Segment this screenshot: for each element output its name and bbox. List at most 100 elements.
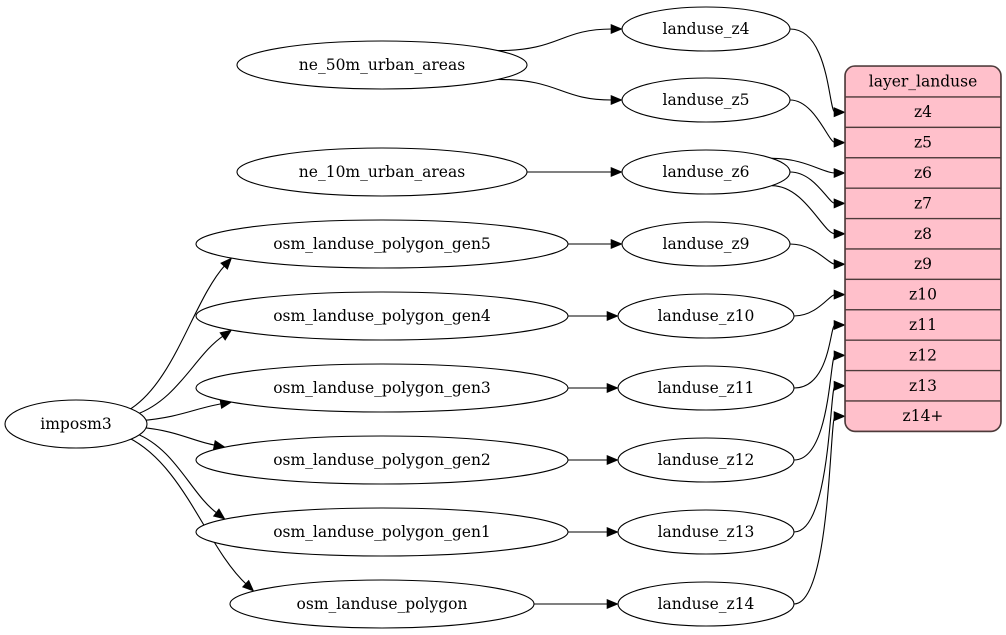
node-landuse_z4-shape[interactable] xyxy=(621,6,791,52)
edge-arrowhead xyxy=(606,454,619,466)
edge-landuse_z6-to-row-z8 xyxy=(771,185,836,235)
edge-arrowhead xyxy=(833,411,846,422)
node-osm_landuse_polygon_gen2-shape[interactable] xyxy=(195,435,569,485)
node-osm_landuse_polygon_gen4-shape[interactable] xyxy=(195,291,569,341)
node-landuse_z4-label: landuse_z4 xyxy=(663,20,750,38)
node-landuse_z14-label: landuse_z14 xyxy=(658,595,755,613)
node-ne_10m_urban_areas[interactable]: ne_10m_urban_areas xyxy=(236,147,528,197)
node-osm_landuse_polygon_gen3-label: osm_landuse_polygon_gen3 xyxy=(273,379,491,397)
node-osm_landuse_polygon[interactable]: osm_landuse_polygon xyxy=(229,579,535,629)
node-osm_landuse_polygon_gen1-shape[interactable] xyxy=(195,507,569,557)
node-landuse_z13-shape[interactable] xyxy=(617,509,795,555)
node-landuse_z13[interactable]: landuse_z13 xyxy=(617,509,795,555)
node-landuse_z12-label: landuse_z12 xyxy=(658,451,755,469)
table-body: layer_landusez4z5z6z7z8z9z10z11z12z13z14… xyxy=(845,66,1001,432)
node-osm_landuse_polygon-label: osm_landuse_polygon xyxy=(297,595,468,613)
edge-imposm3-to-osm_landuse_polygon_gen4 xyxy=(135,334,225,416)
edge-landuse_z5-to-row-z5 xyxy=(789,99,836,144)
node-imposm3-label: imposm3 xyxy=(40,415,111,433)
node-osm_landuse_polygon_gen5-shape[interactable] xyxy=(195,219,569,269)
node-osm_landuse_polygon_gen5-label: osm_landuse_polygon_gen5 xyxy=(273,235,491,253)
node-imposm3[interactable]: imposm3 xyxy=(4,399,148,449)
edge-arrowhead xyxy=(606,382,619,394)
node-landuse_z9-label: landuse_z9 xyxy=(663,235,750,253)
node-osm_landuse_polygon-shape[interactable] xyxy=(229,579,535,629)
table-row xyxy=(845,369,1001,402)
edge-landuse_z11-to-row-z11 xyxy=(793,324,836,389)
edge-landuse_z14-to-row-z14+ xyxy=(793,415,836,605)
node-osm_landuse_polygon_gen1-label: osm_landuse_polygon_gen1 xyxy=(273,523,491,541)
table-row-label: z9 xyxy=(914,255,932,273)
node-osm_landuse_polygon_gen2[interactable]: osm_landuse_polygon_gen2 xyxy=(195,435,569,485)
edge-landuse_z12-to-row-z12 xyxy=(793,354,836,461)
edge-ne50m-to-landuse_z4 xyxy=(497,28,613,52)
node-landuse_z10[interactable]: landuse_z10 xyxy=(617,293,795,339)
edge-arrowhead xyxy=(219,329,233,341)
node-landuse_z5[interactable]: landuse_z5 xyxy=(621,77,791,123)
edge-landuse_z9-to-row-z9 xyxy=(789,243,836,265)
edge-arrowhead xyxy=(833,259,846,270)
table-row xyxy=(845,278,1001,311)
node-ne_50m_urban_areas[interactable]: ne_50m_urban_areas xyxy=(236,40,528,90)
edge-imposm3-to-osm_landuse_polygon xyxy=(127,436,248,586)
node-osm_landuse_polygon_gen3[interactable]: osm_landuse_polygon_gen3 xyxy=(195,363,569,413)
node-landuse_z12[interactable]: landuse_z12 xyxy=(617,437,795,483)
table-header-label: layer_landuse xyxy=(869,73,978,91)
edge-arrowhead xyxy=(833,289,846,300)
node-imposm3-shape[interactable] xyxy=(4,399,148,449)
node-ne_50m_urban_areas-shape[interactable] xyxy=(236,40,528,90)
edge-arrowhead xyxy=(212,508,226,520)
node-landuse_z11[interactable]: landuse_z11 xyxy=(617,365,795,411)
table-row-label: z12 xyxy=(909,346,937,364)
edge-arrowhead xyxy=(833,137,846,148)
node-landuse_z5-shape[interactable] xyxy=(621,77,791,123)
node-landuse_z11-shape[interactable] xyxy=(617,365,795,411)
node-landuse_z5-label: landuse_z5 xyxy=(663,91,750,109)
node-landuse_z14-shape[interactable] xyxy=(617,581,795,627)
table-layer: layer_landusez4z5z6z7z8z9z10z11z12z13z14… xyxy=(844,65,1002,433)
edge-landuse_z6-to-row-z7 xyxy=(789,171,836,204)
node-landuse_z9[interactable]: landuse_z9 xyxy=(621,221,791,267)
node-landuse_z4[interactable]: landuse_z4 xyxy=(621,6,791,52)
node-landuse_z10-label: landuse_z10 xyxy=(658,307,755,325)
table-row-label: z8 xyxy=(914,225,932,243)
node-landuse_z11-label: landuse_z11 xyxy=(658,379,755,397)
edge-arrowhead xyxy=(833,167,846,179)
node-ne_10m_urban_areas-shape[interactable] xyxy=(236,147,528,197)
table-row xyxy=(845,400,1001,432)
edge-arrowhead xyxy=(833,380,846,391)
edge-arrowhead xyxy=(833,198,846,209)
table-row xyxy=(845,309,1001,341)
node-landuse_z10-shape[interactable] xyxy=(617,293,795,339)
node-osm_landuse_polygon_gen5[interactable]: osm_landuse_polygon_gen5 xyxy=(195,219,569,269)
edge-arrowhead xyxy=(833,350,846,361)
edge-arrowhead xyxy=(606,310,619,322)
node-landuse_z6[interactable]: landuse_z6 xyxy=(621,149,791,195)
edge-imposm3-to-osm_landuse_polygon_gen3 xyxy=(140,403,223,422)
table-row xyxy=(845,126,1001,159)
edge-landuse_z13-to-row-z13 xyxy=(793,385,836,533)
edge-arrowhead xyxy=(610,23,623,35)
node-landuse_z6-shape[interactable] xyxy=(621,149,791,195)
node-osm_landuse_polygon_gen2-label: osm_landuse_polygon_gen2 xyxy=(273,451,491,469)
table-row-label: z5 xyxy=(914,134,932,152)
node-osm_landuse_polygon_gen1[interactable]: osm_landuse_polygon_gen1 xyxy=(195,507,569,557)
node-landuse_z9-shape[interactable] xyxy=(621,221,791,267)
node-landuse_z12-shape[interactable] xyxy=(617,437,795,483)
table-row-label: z4 xyxy=(914,103,932,121)
table-outline xyxy=(844,65,1002,433)
edge-arrowhead xyxy=(833,228,846,239)
edge-landuse_z6-to-row-z6 xyxy=(771,157,836,174)
table-row xyxy=(845,217,1001,250)
table-row-label: z7 xyxy=(914,194,932,212)
table-row-label: z10 xyxy=(909,286,937,304)
table-row xyxy=(845,339,1001,372)
table-row-label: z13 xyxy=(909,377,937,395)
edge-landuse_z10-to-row-z10 xyxy=(793,294,836,317)
node-osm_landuse_polygon_gen3-shape[interactable] xyxy=(195,363,569,413)
node-osm_landuse_polygon_gen4[interactable]: osm_landuse_polygon_gen4 xyxy=(195,291,569,341)
edge-arrowhead xyxy=(606,598,619,610)
node-landuse_z14[interactable]: landuse_z14 xyxy=(617,581,795,627)
